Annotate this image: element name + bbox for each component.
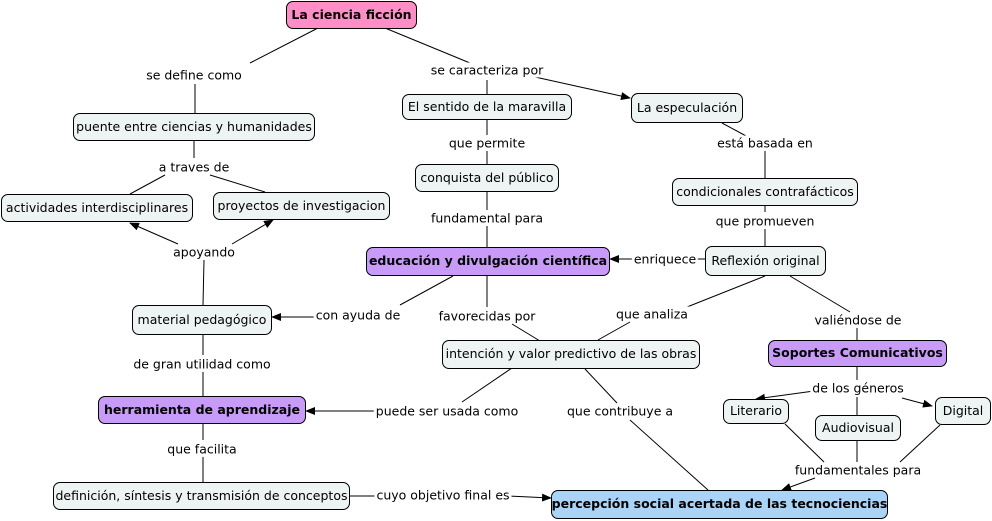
link-cuyo-objetivo-final-es: cuyo objetivo final es [374, 487, 512, 503]
concept-educacion-divulgacion[interactable]: educación y divulgación científica [366, 247, 610, 276]
link-se-caracteriza-por: se caracteriza por [428, 62, 546, 78]
concept-puente-ciencias-humanidades[interactable]: puente entre ciencias y humanidades [73, 113, 315, 141]
concept-sentido-maravilla[interactable]: El sentido de la maravilla [402, 94, 572, 120]
link-con-ayuda-de: con ayuda de [313, 307, 403, 323]
concept-soportes-comunicativos[interactable]: Soportes Comunicativos [768, 340, 947, 367]
link-a-traves-de: a traves de [156, 159, 232, 175]
concept-conquista-publico[interactable]: conquista del público [415, 164, 559, 192]
concept-especulacion[interactable]: La especulación [631, 93, 743, 123]
link-que-contribuye-a: que contribuye a [564, 403, 676, 419]
link-apoyando: apoyando [171, 244, 237, 260]
link-que-permite: que permite [446, 135, 528, 151]
concept-intencion-valor-predictivo[interactable]: intención y valor predictivo de las obra… [442, 340, 700, 369]
concept-herramienta-aprendizaje[interactable]: herramienta de aprendizaje [98, 396, 306, 424]
concept-material-pedagogico[interactable]: material pedagógico [132, 305, 272, 335]
concept-literario[interactable]: Literario [723, 399, 789, 424]
concept-percepcion-social[interactable]: percepción social acertada de las tecnoc… [551, 490, 888, 519]
link-que-promueven: que promueven [713, 213, 817, 229]
link-favorecidas-por: favorecidas por [436, 308, 538, 324]
link-puede-ser-usada-como: puede ser usada como [373, 403, 521, 419]
link-enriquece: enriquece [631, 251, 699, 267]
concept-ciencia-ficcion[interactable]: La ciencia ficción [286, 1, 417, 29]
link-valiendose-de: valiéndose de [812, 312, 904, 328]
link-fundamentales-para: fundamentales para [792, 462, 924, 478]
concept-actividades-interdisciplinares[interactable]: actividades interdisciplinares [1, 194, 193, 222]
link-de-gran-utilidad-como: de gran utilidad como [131, 356, 273, 372]
link-se-define-como: se define como [144, 67, 244, 83]
link-esta-basada-en: está basada en [715, 135, 815, 151]
concept-definicion-sintesis[interactable]: definición, síntesis y transmisión de co… [53, 482, 350, 510]
link-de-los-generos: de los géneros [810, 380, 906, 396]
concept-condicionales-contrafacticos[interactable]: condicionales contrafácticos [672, 178, 858, 206]
concept-audiovisual[interactable]: Audiovisual [815, 415, 901, 441]
link-que-analiza: que analiza [614, 306, 690, 322]
link-que-facilita: que facilita [165, 441, 239, 457]
concept-digital[interactable]: Digital [935, 397, 991, 425]
concept-reflexion-original[interactable]: Reflexión original [705, 246, 826, 276]
concept-proyectos-investigacion[interactable]: proyectos de investigacion [213, 192, 390, 220]
link-fundamental-para: fundamental para [428, 210, 546, 226]
